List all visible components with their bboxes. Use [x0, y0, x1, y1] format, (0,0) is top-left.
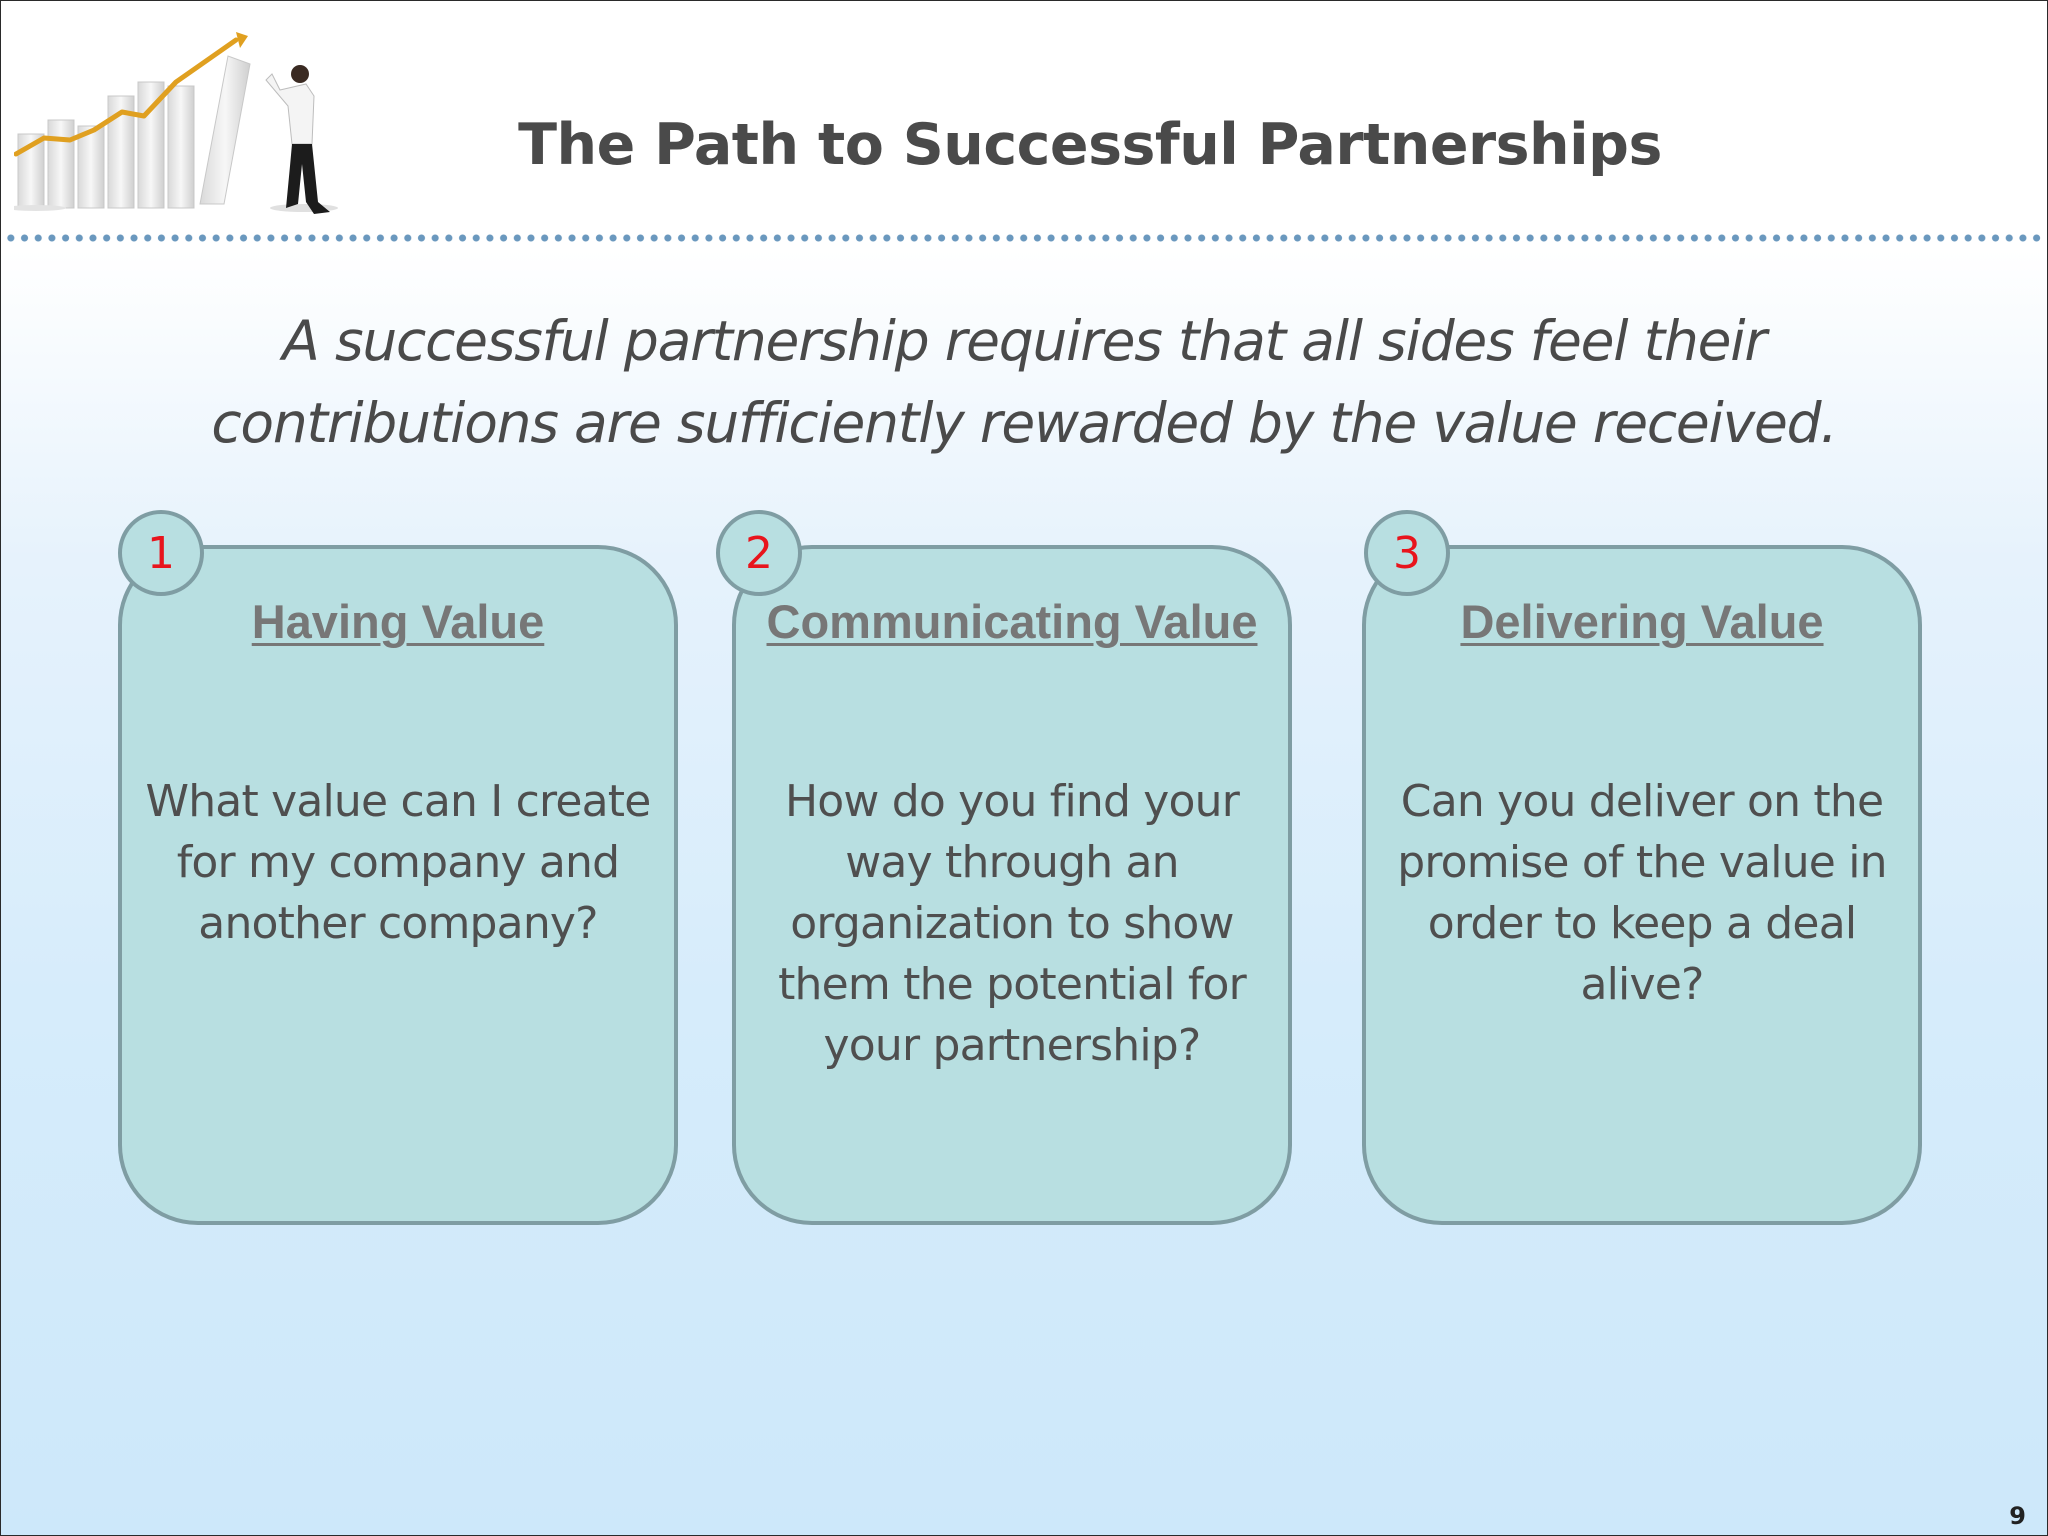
businessman-pushing-growth-chart-icon	[14, 32, 338, 214]
card-heading: Communicating Value	[766, 595, 1258, 648]
dotted-divider	[4, 233, 2044, 243]
card-communicating-value: Communicating Value How do you find your…	[732, 545, 1292, 1225]
card-body: Can you deliver on the promise of the va…	[1397, 776, 1887, 1010]
page-number: 9	[2009, 1502, 2026, 1530]
slide-subtitle: A successful partnership requires that a…	[211, 309, 1837, 455]
card-body: How do you find your way through an orga…	[778, 776, 1247, 1071]
card-heading: Having Value	[251, 595, 545, 648]
card-body: What value can I create for my company a…	[145, 776, 651, 949]
slide-title: The Path to Successful Partnerships	[518, 112, 1662, 178]
card-delivering-value: Delivering Value Can you deliver on the …	[1362, 545, 1922, 1225]
card-having-value: Having Value What value can I create for…	[118, 545, 678, 1225]
number-badge: 3	[1364, 510, 1450, 596]
number-badge: 1	[118, 510, 204, 596]
card-heading: Delivering Value	[1460, 595, 1824, 648]
number-badge: 2	[716, 510, 802, 596]
